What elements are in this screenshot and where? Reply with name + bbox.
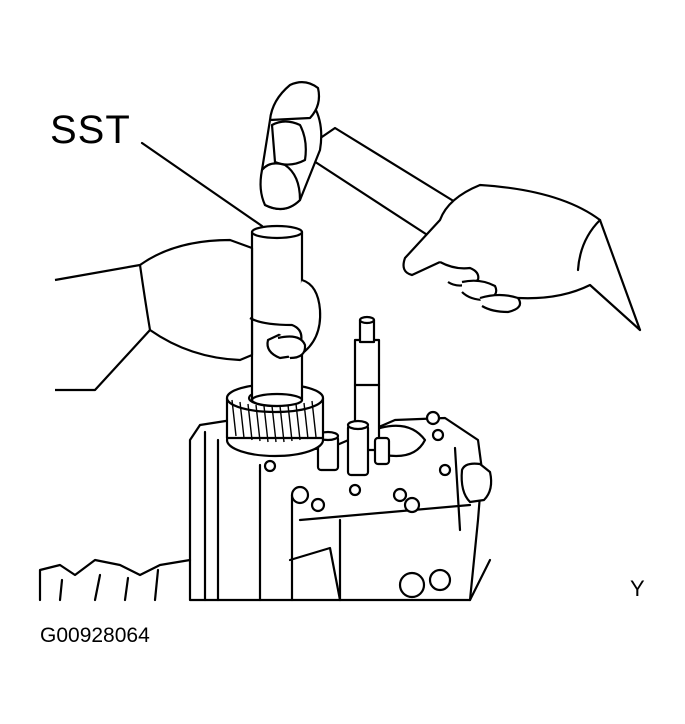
right-hand	[402, 183, 642, 332]
sst-label: SST	[50, 108, 131, 152]
left-hand	[54, 238, 322, 392]
view-mark-label: Y	[630, 576, 645, 601]
housing-flange	[38, 558, 192, 602]
sst-leader-line	[140, 141, 264, 228]
transmission-case	[188, 410, 493, 602]
figure-code-label: G00928064	[40, 624, 150, 647]
shafts	[316, 315, 391, 477]
hammer	[259, 81, 462, 240]
